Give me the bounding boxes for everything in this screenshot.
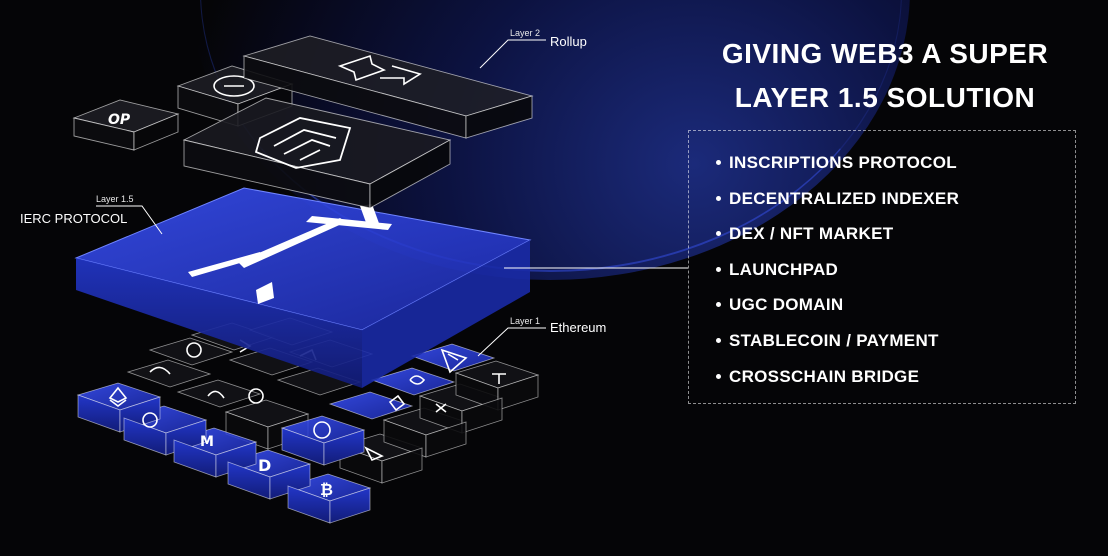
layer1-tag: Layer 1 [510, 316, 541, 326]
tron-logo-icon [440, 348, 468, 374]
layer15-name: IERC PROTOCOL [20, 211, 128, 226]
feature-item: INSCRIPTIONS PROTOCOL [716, 147, 1075, 183]
layer1-leader-line [477, 327, 546, 357]
arbitrum-tile [182, 97, 452, 209]
page-title: GIVING WEB3 A SUPER LAYER 1.5 SOLUTION [690, 32, 1080, 120]
op-logo-icon: OP [108, 112, 131, 128]
bitcoin-logo-icon: ₿ [320, 480, 333, 499]
layer15-leader-line [96, 205, 163, 235]
rollup-tile [242, 35, 534, 139]
feature-item: DEX / NFT MARKET [716, 218, 1075, 254]
feature-item: LAUNCHPAD [716, 254, 1075, 290]
layer2-leader-line [479, 39, 546, 69]
layer2-name: Rollup [550, 34, 587, 49]
features-box: INSCRIPTIONS PROTOCOL DECENTRALIZED INDE… [688, 130, 1076, 404]
feature-item: UGC DOMAIN [716, 289, 1075, 325]
layer2-tag: Layer 2 [510, 28, 541, 38]
arbitrum-logo-icon [254, 117, 352, 169]
coin-logo-icon [142, 412, 158, 428]
feature-item: STABLECOIN / PAYMENT [716, 325, 1075, 361]
ierc-logo-icon [188, 204, 392, 304]
op-tile: OP [72, 99, 180, 151]
power-logo-icon [213, 75, 255, 97]
layer-1-5-slab [74, 187, 532, 388]
feature-item: CROSSCHAIN BRIDGE [716, 361, 1075, 397]
feature-item: DECENTRALIZED INDEXER [716, 183, 1075, 219]
features-list: INSCRIPTIONS PROTOCOL DECENTRALIZED INDE… [689, 131, 1075, 396]
title-line-1: GIVING WEB3 A SUPER [721, 38, 1049, 69]
doge-logo-icon: D [258, 456, 271, 475]
title-line-2: LAYER 1.5 SOLUTION [734, 82, 1036, 113]
zksync-arrows-icon [337, 54, 422, 86]
ethereum-diamond-icon [108, 386, 128, 407]
layer15-tag: Layer 1.5 [96, 194, 134, 204]
layer1-name: Ethereum [550, 320, 607, 335]
maker-logo-icon: M [200, 434, 214, 450]
